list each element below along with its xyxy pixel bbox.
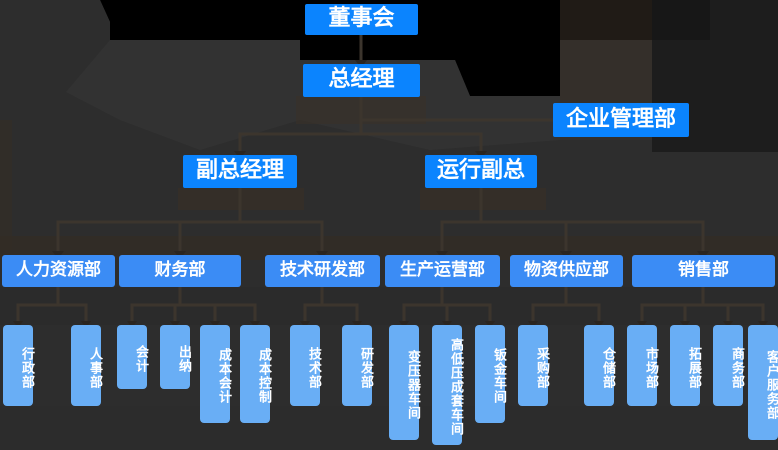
node-general-manager[interactable]: 总经理	[303, 64, 420, 97]
node-department[interactable]: 技术研发部	[265, 255, 380, 287]
node-department[interactable]: 财务部	[119, 255, 241, 287]
node-sub-unit[interactable]: 会计	[117, 325, 148, 389]
node-sub-unit[interactable]: 仓储部	[584, 325, 615, 406]
node-board-of-directors[interactable]: 董事会	[305, 4, 418, 35]
node-sub-unit[interactable]: 钣金车间	[475, 325, 506, 423]
node-sub-unit[interactable]: 研发部	[342, 325, 373, 406]
node-sub-unit[interactable]: 变压器车间	[389, 325, 420, 440]
node-sub-unit[interactable]: 客户服务部	[748, 325, 778, 440]
node-sub-unit[interactable]: 拓展部	[670, 325, 701, 406]
node-sub-unit[interactable]: 成本会计	[200, 325, 231, 423]
node-sub-unit[interactable]: 高低压成套车间	[432, 325, 463, 445]
node-deputy-general-manager[interactable]: 副总经理	[183, 155, 297, 188]
node-operations-vice-president[interactable]: 运行副总	[425, 155, 537, 188]
node-sub-unit[interactable]: 出纳	[160, 325, 191, 389]
node-sub-unit[interactable]: 人事部	[71, 325, 102, 406]
node-sub-unit[interactable]: 行政部	[3, 325, 34, 406]
node-enterprise-management-department[interactable]: 企业管理部	[553, 103, 689, 137]
node-department[interactable]: 物资供应部	[510, 255, 623, 287]
node-department[interactable]: 生产运营部	[385, 255, 500, 287]
node-department[interactable]: 人力资源部	[2, 255, 115, 287]
node-department[interactable]: 销售部	[632, 255, 775, 287]
node-sub-unit[interactable]: 市场部	[627, 325, 658, 406]
node-sub-unit[interactable]: 采购部	[518, 325, 549, 406]
node-sub-unit[interactable]: 技术部	[290, 325, 321, 406]
node-sub-unit[interactable]: 成本控制	[240, 325, 271, 423]
node-sub-unit[interactable]: 商务部	[713, 325, 744, 406]
